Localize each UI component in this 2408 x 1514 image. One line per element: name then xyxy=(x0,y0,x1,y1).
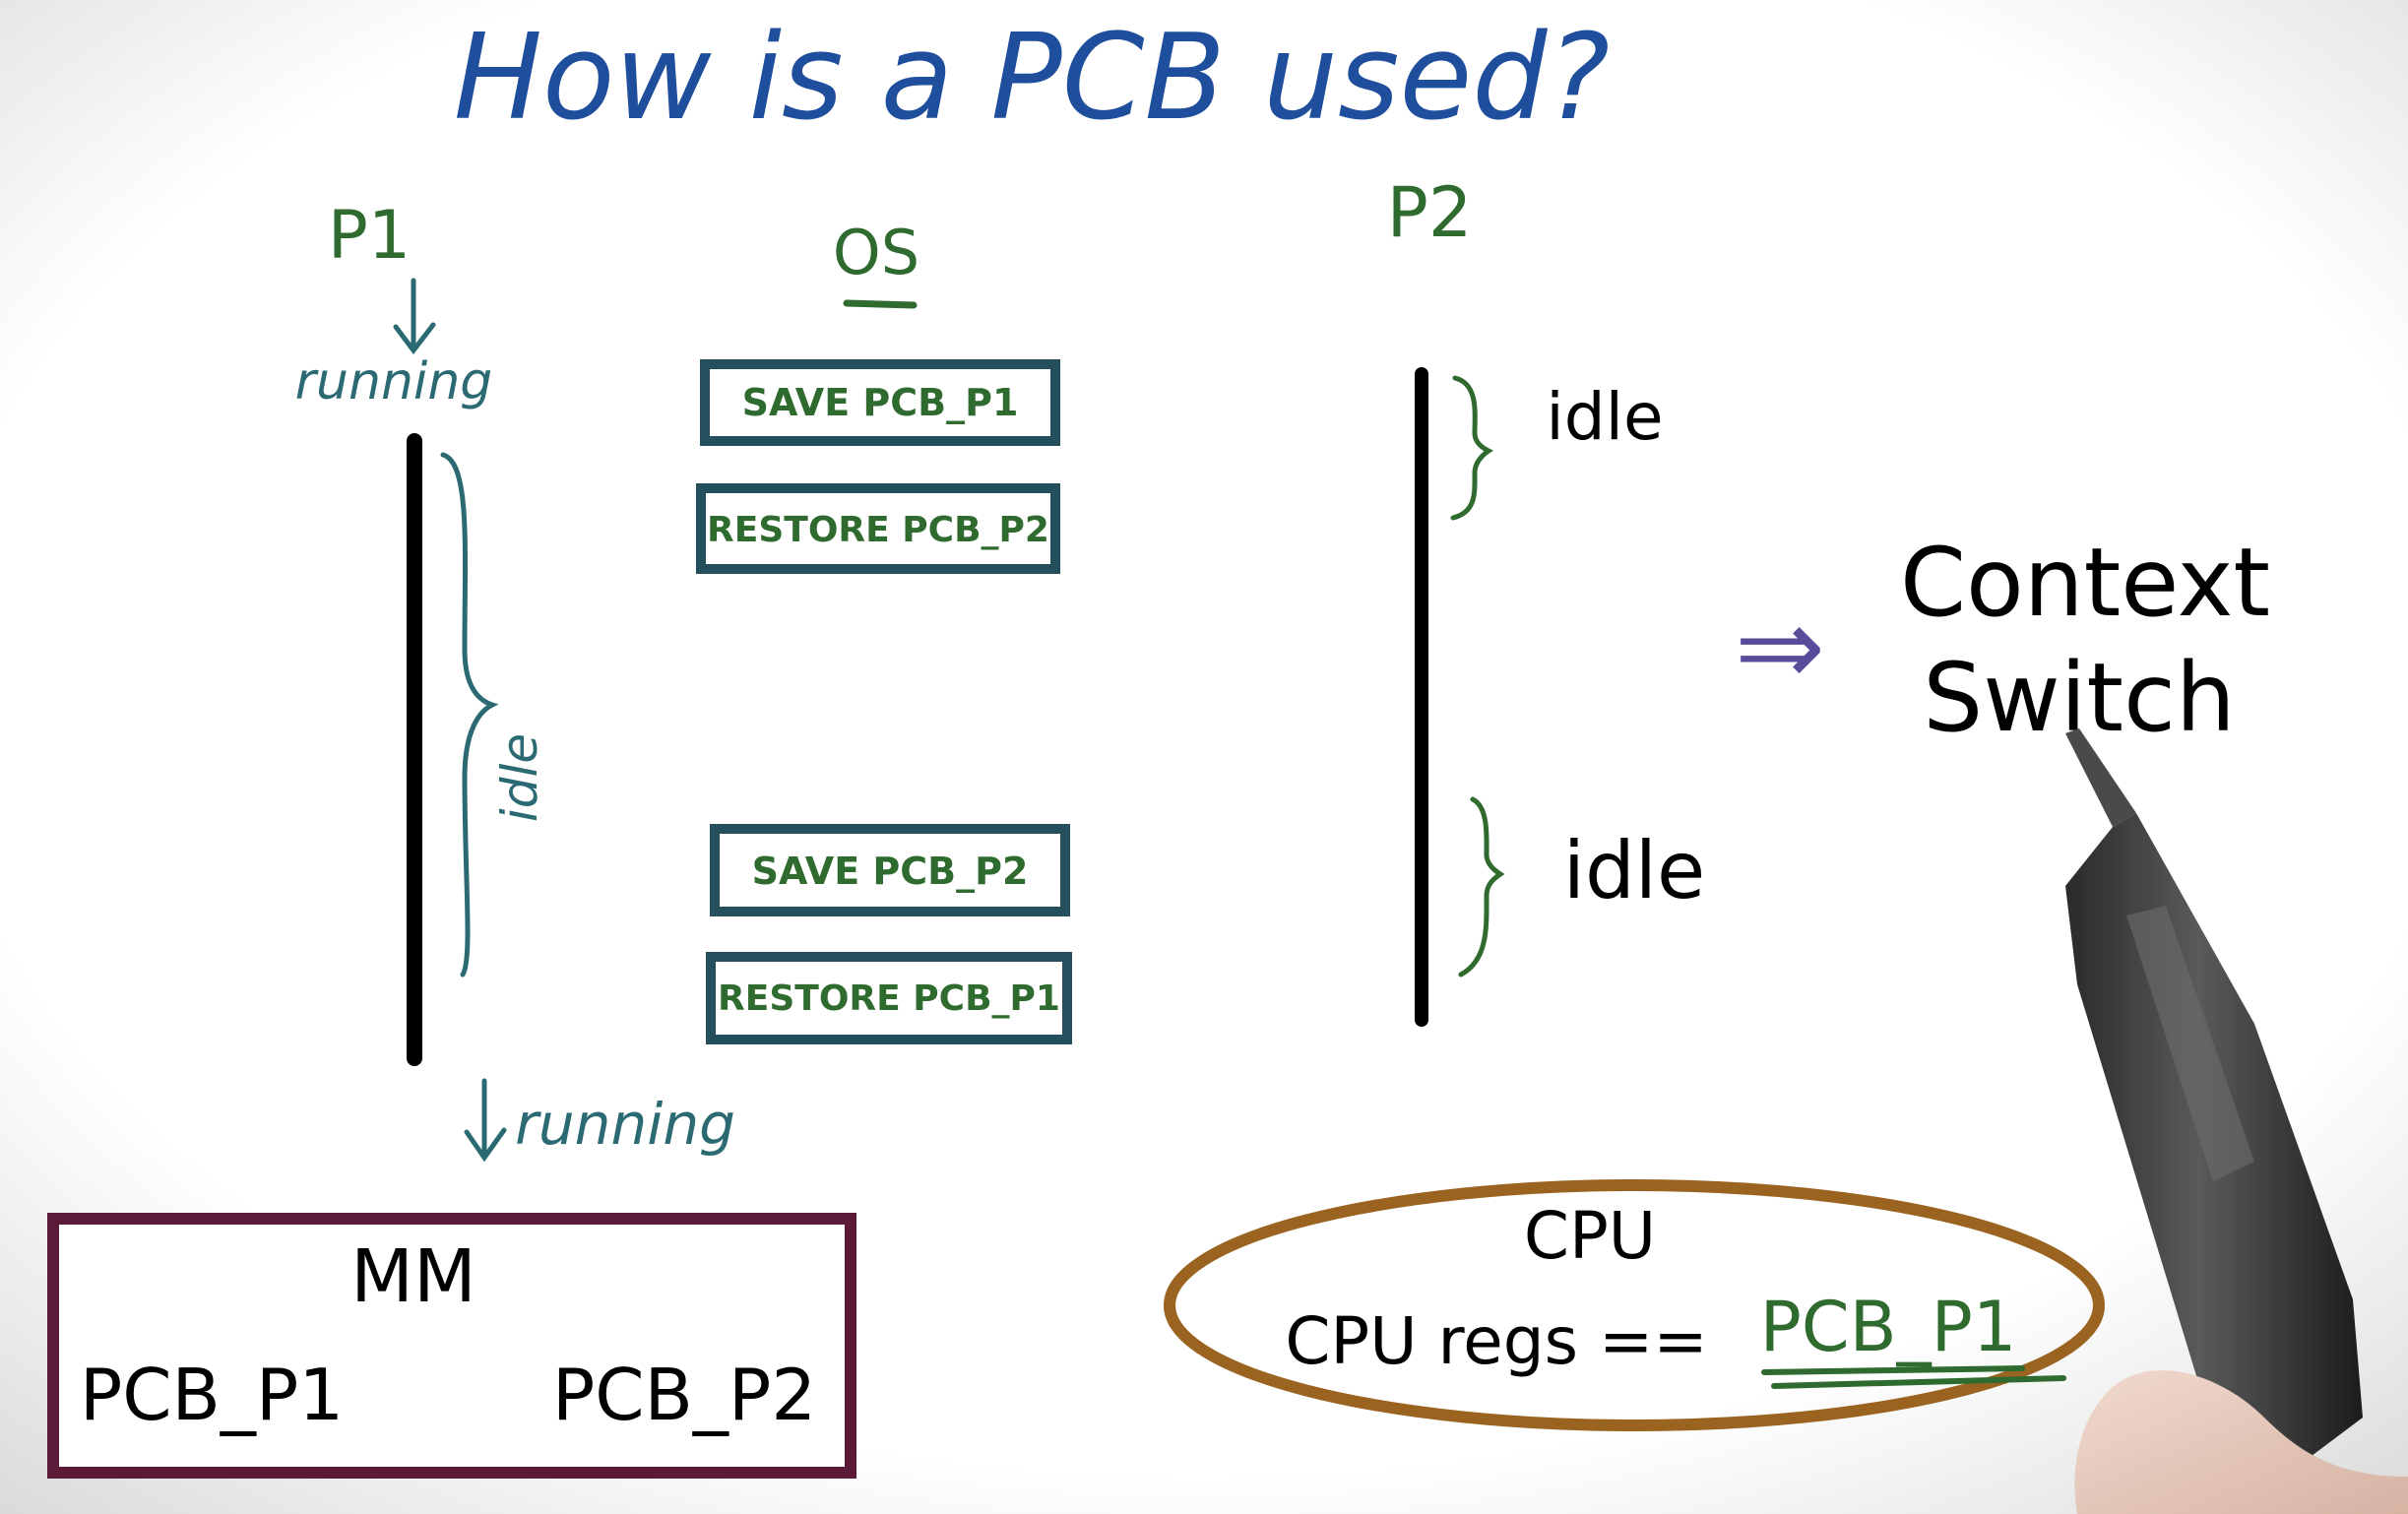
p2-idle-top-label: idle xyxy=(1546,379,1663,455)
cpu-pcb-underline-1 xyxy=(1761,1365,2025,1375)
p2-label: P2 xyxy=(1387,172,1473,253)
os-label: OS xyxy=(833,217,919,288)
os-box-save-pcb-p1: SAVE PCB_P1 xyxy=(700,359,1060,446)
os-box-save-pcb-p2-text: SAVE PCB_P2 xyxy=(752,850,1029,893)
memory-pcb-p1: PCB_P1 xyxy=(80,1354,344,1436)
os-box-restore-pcb-p1: RESTORE PCB_P1 xyxy=(706,952,1072,1044)
cpu-label: CPU xyxy=(1524,1198,1656,1274)
p2-idle-bottom-label: idle xyxy=(1563,825,1705,916)
cpu-pcb-p1: PCB_P1 xyxy=(1760,1287,2017,1367)
p1-down-arrow-top xyxy=(393,278,436,355)
p2-idle-brace-top xyxy=(1450,375,1493,521)
stylus-pen xyxy=(2065,728,2363,1477)
os-box-restore-pcb-p2-text: RESTORE PCB_P2 xyxy=(707,510,1049,550)
hand-image xyxy=(2074,1370,2408,1514)
memory-pcb-p2: PCB_P2 xyxy=(552,1354,816,1436)
os-box-save-pcb-p1-text: SAVE PCB_P1 xyxy=(742,381,1019,424)
p1-label: P1 xyxy=(328,197,411,275)
p1-down-arrow-bottom xyxy=(464,1078,507,1163)
os-box-restore-pcb-p2: RESTORE PCB_P2 xyxy=(696,483,1060,574)
p2-idle-brace-bottom xyxy=(1458,796,1505,978)
p1-idle-label: idle xyxy=(491,733,548,822)
memory-label: MM xyxy=(350,1234,476,1319)
cpu-pcb-underline-2 xyxy=(1771,1375,2066,1389)
os-box-restore-pcb-p1-text: RESTORE PCB_P1 xyxy=(718,978,1060,1019)
memory-box xyxy=(47,1213,856,1479)
cpu-regs-label: CPU regs == xyxy=(1285,1303,1707,1379)
os-underline xyxy=(843,299,918,309)
context-switch-line1: Context xyxy=(1900,528,2270,638)
implies-arrow: ⇒ xyxy=(1735,584,1825,710)
os-box-save-pcb-p2: SAVE PCB_P2 xyxy=(710,824,1070,916)
cpu-ellipse xyxy=(1164,1179,2105,1431)
page-title: How is a PCB used? xyxy=(454,10,1611,147)
p1-running-bottom: running xyxy=(515,1091,735,1158)
p1-running-top: running xyxy=(295,352,493,411)
p1-idle-brace xyxy=(440,452,499,978)
